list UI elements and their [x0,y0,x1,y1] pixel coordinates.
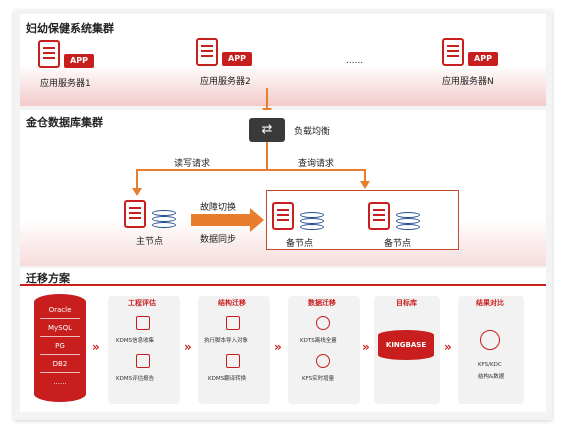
compare-icon [480,330,500,350]
source-more: ...... [53,378,67,386]
lb-down-line [266,142,268,170]
report-icon [136,354,150,368]
failover-label: 故障切换 [200,203,237,213]
db-cluster-title: 金仓数据库集群 [26,116,103,129]
read-write-label: 读写请求 [174,159,211,169]
database-copy-icon [316,316,330,330]
request-arrow-line [266,88,268,110]
database-icon [396,212,420,234]
load-balancer-icon: ⇄ [249,118,285,142]
source-db-cylinder [34,294,86,402]
chevron-icon: » [184,340,192,354]
query-arrow-head [360,181,370,189]
backup-node-1-label: 备节点 [286,239,314,249]
app-server-n-label: 应用服务器N [442,77,494,87]
step-item: KFS实时增量 [302,376,335,382]
step-title-target: 目标库 [396,299,417,307]
app-badge: APP [222,52,252,66]
chevron-icon: » [362,340,370,354]
source-mysql: MySQL [47,324,73,332]
primary-node-label: 主节点 [136,237,164,247]
backup-node-2-label: 备节点 [384,239,412,249]
step-title-structure: 结构迁移 [218,299,246,307]
primary-server-icon [124,200,146,228]
sync-arrow-body [191,214,251,226]
backup-server-icon [368,202,390,230]
chevron-icon: » [274,340,282,354]
step-item: KDMS评估报告 [116,376,155,382]
app-server-2-label: 应用服务器2 [200,77,251,87]
database-icon [152,210,176,232]
ellipsis: ...... [346,56,364,66]
step-title-assessment: 工程评估 [128,299,156,307]
translate-icon [226,354,240,368]
sync-arrow-head [250,208,264,232]
backup-server-icon [272,202,294,230]
server-icon [442,38,464,66]
step-card-compare [458,296,524,404]
step-title-compare: 结果对比 [476,299,504,307]
source-db2: DB2 [52,360,68,368]
database-sync-icon [316,354,330,368]
server-icon [196,38,218,66]
source-oracle: Oracle [48,306,72,314]
lb-horizontal-line [136,169,366,171]
step-item: KDMS翻译转换 [208,376,247,382]
migration-divider [20,284,546,286]
step-card-structure [198,296,270,404]
chevron-icon: » [444,340,452,354]
step-item: KDMS信息收集 [116,338,155,344]
load-balancer-label: 负载均衡 [294,127,331,137]
app-cluster-title: 妇幼保健系统集群 [26,22,114,35]
step-item: KDTS离线全量 [300,338,337,344]
step-item: KFS/KDC [478,362,502,368]
source-divider [40,336,80,337]
rw-arrow-head [132,188,142,196]
step-title-data: 数据迁移 [308,299,336,307]
app-badge: APP [64,54,94,68]
app-badge: APP [468,52,498,66]
step-card-data [288,296,360,404]
source-pg: PG [55,342,65,350]
search-doc-icon [136,316,150,330]
backup-nodes-group [266,190,459,250]
migration-title: 迁移方案 [26,272,70,285]
step-item: 执行脚本导入对象 [204,338,249,344]
query-label: 查询请求 [298,159,335,169]
step-card-assessment [108,296,180,404]
app-server-1-label: 应用服务器1 [40,79,91,89]
kingbase-logo: KINGBASE [378,330,434,360]
source-divider [40,354,80,355]
rw-down-line [136,169,138,191]
server-icon [38,40,60,68]
source-divider [40,372,80,373]
step-item: 结构&数据 [478,374,505,380]
script-icon [226,316,240,330]
chevron-icon: » [92,340,100,354]
query-down-line [364,169,366,183]
database-icon [300,212,324,234]
sync-label: 数据同步 [200,235,237,245]
source-divider [40,318,80,319]
